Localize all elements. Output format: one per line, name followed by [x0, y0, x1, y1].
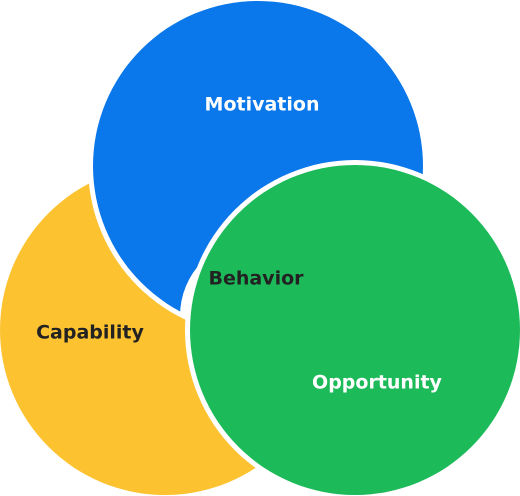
behavior-center-label: Behavior: [208, 268, 304, 290]
capability-label: Capability: [36, 322, 144, 344]
opportunity-label: Opportunity: [312, 372, 443, 394]
capability-segment: [0, 165, 330, 495]
motivation-label: Motivation: [205, 94, 320, 116]
